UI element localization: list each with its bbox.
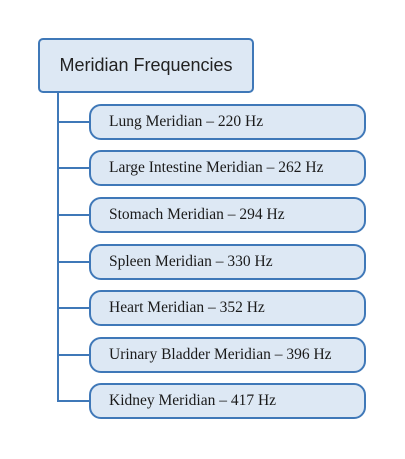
- trunk-connector: [57, 93, 59, 402]
- branch-connector-large-intestine: [57, 167, 91, 169]
- child-node-spleen: Spleen Meridian – 330 Hz: [89, 244, 366, 280]
- branch-connector-kidney: [57, 400, 91, 402]
- branch-connector-heart: [57, 307, 91, 309]
- child-node-urinary-bladder: Urinary Bladder Meridian – 396 Hz: [89, 337, 366, 373]
- branch-connector-lung: [57, 121, 91, 123]
- child-node-label: Spleen Meridian – 330 Hz: [109, 253, 273, 270]
- root-node-label: Meridian Frequencies: [59, 55, 233, 75]
- root-node: Meridian Frequencies: [38, 38, 254, 93]
- branch-connector-spleen: [57, 261, 91, 263]
- child-node-label: Heart Meridian – 352 Hz: [109, 299, 265, 316]
- child-node-heart: Heart Meridian – 352 Hz: [89, 290, 366, 326]
- child-node-lung: Lung Meridian – 220 Hz: [89, 104, 366, 140]
- child-node-label: Stomach Meridian – 294 Hz: [109, 206, 285, 223]
- child-node-label: Large Intestine Meridian – 262 Hz: [109, 159, 324, 176]
- child-node-label: Kidney Meridian – 417 Hz: [109, 392, 277, 409]
- child-node-label: Lung Meridian – 220 Hz: [109, 113, 264, 130]
- child-node-kidney: Kidney Meridian – 417 Hz: [89, 383, 366, 419]
- child-node-large-intestine: Large Intestine Meridian – 262 Hz: [89, 150, 366, 186]
- child-node-stomach: Stomach Meridian – 294 Hz: [89, 197, 366, 233]
- branch-connector-stomach: [57, 214, 91, 216]
- child-node-label: Urinary Bladder Meridian – 396 Hz: [109, 346, 332, 363]
- branch-connector-urinary-bladder: [57, 354, 91, 356]
